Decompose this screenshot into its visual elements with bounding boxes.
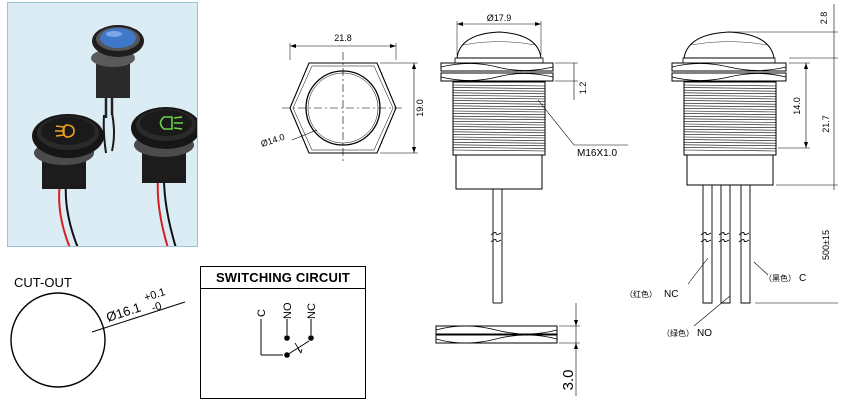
- thread-line: [683, 115, 777, 118]
- thread-line: [452, 95, 546, 97]
- cutout-diameter: Ø16.1: [104, 300, 142, 325]
- thread-line: [452, 100, 546, 102]
- terminal-nc-label: NC: [306, 303, 318, 319]
- thread-line: [452, 92, 546, 95]
- thread-line: [452, 123, 546, 126]
- switching-schematic: C NO NC: [256, 302, 318, 358]
- product-photo: [7, 2, 198, 247]
- right-thread-length: 14.0: [792, 97, 802, 115]
- thread-line: [683, 136, 777, 139]
- thread-line: [683, 113, 777, 115]
- switching-circuit-title: SWITCHING CIRCUIT: [201, 267, 365, 289]
- cutout-title: CUT-OUT: [14, 275, 72, 290]
- thread-line: [683, 139, 777, 141]
- wire-lead: [738, 185, 751, 304]
- right-body-length: 21.7: [821, 115, 831, 133]
- thread-line: [683, 131, 777, 134]
- front-width-dim: 21.8: [334, 33, 352, 43]
- thread-line: [452, 134, 546, 136]
- blue-switch-image: [91, 25, 144, 154]
- thread-line: [452, 139, 546, 141]
- cutout-circle: [10, 292, 106, 388]
- right-view: 2.8 14.0 21.7 500±15 （红色） NC （绿色） NO: [625, 4, 838, 339]
- wire-nc-pin: NC: [664, 289, 678, 300]
- front-diameter-dim: Ø14.0: [260, 132, 286, 149]
- thread-line: [683, 102, 777, 105]
- wire-no-pin: NO: [697, 328, 712, 339]
- thread-line: [683, 105, 777, 108]
- cutout-tol-minus: -0: [150, 300, 163, 314]
- switching-circuit-box: SWITCHING CIRCUIT C NO NC: [200, 266, 366, 399]
- side-thread-callout: M16X1.0: [577, 148, 617, 159]
- thread-line: [683, 118, 777, 121]
- thread-line: [683, 92, 777, 95]
- orange-icon-switch-image: [32, 114, 104, 246]
- thread-line: [452, 89, 546, 92]
- wire-lead: [718, 185, 731, 304]
- side-view: Ø17.9 1.2: [435, 13, 628, 396]
- wire-nc-cn: （红色）: [625, 289, 657, 299]
- thread-line: [683, 149, 777, 152]
- thread-line: [683, 123, 777, 126]
- thread-line: [452, 149, 546, 152]
- thread-line: [683, 108, 777, 110]
- thread-line: [452, 102, 546, 105]
- thread-line: [452, 128, 546, 131]
- thread-line: [683, 128, 777, 131]
- thread-line: [683, 121, 777, 123]
- thread-line: [683, 126, 777, 128]
- thread-line: [452, 121, 546, 123]
- thread-line: [452, 141, 546, 144]
- wire-no-cn: （绿色）: [662, 328, 694, 338]
- thread-line: [683, 97, 777, 100]
- front-height-dim: 19.0: [415, 99, 425, 117]
- thread-line: [452, 84, 546, 87]
- thread-line: [683, 87, 777, 89]
- green-icon-switch-image: [131, 107, 197, 246]
- front-view: 21.8 19.0 Ø14.0: [260, 33, 425, 164]
- thread-line: [452, 115, 546, 118]
- thread-line: [683, 89, 777, 92]
- thread-line: [683, 100, 777, 102]
- thread-line: [452, 147, 546, 149]
- cutout-drawing: Ø16.1 +0.1 -0: [10, 286, 186, 388]
- terminal-no-label: NO: [282, 302, 294, 319]
- thread-line: [683, 147, 777, 149]
- terminal-c-label: C: [256, 309, 268, 317]
- thread-line: [452, 126, 546, 128]
- thread-line: [683, 110, 777, 113]
- thread-line: [683, 95, 777, 97]
- right-cap-height: 2.8: [819, 12, 829, 25]
- wire-lead: [700, 185, 713, 304]
- wire-c-cn: （黑色）: [764, 273, 796, 283]
- thread-line: [452, 131, 546, 134]
- nut-thickness-dim: 3.0: [560, 370, 577, 391]
- thread-line: [683, 134, 777, 136]
- side-cap-diameter: Ø17.9: [487, 13, 512, 23]
- thread-line: [452, 87, 546, 89]
- thread-line: [452, 105, 546, 108]
- thread-line: [452, 136, 546, 139]
- thread-line: [452, 113, 546, 115]
- technical-drawings: 21.8 19.0 Ø14.0 Ø17.9: [260, 4, 838, 396]
- thread-line: [452, 144, 546, 147]
- thread-line: [452, 118, 546, 121]
- wire-c-pin: C: [799, 273, 806, 284]
- cutout-leader: [91, 301, 186, 333]
- thread-line: [683, 141, 777, 144]
- right-wire-length: 500±15: [821, 230, 831, 260]
- thread-line: [452, 108, 546, 110]
- thread-line: [683, 84, 777, 87]
- thread-line: [452, 97, 546, 100]
- side-gap-dim: 1.2: [578, 82, 588, 95]
- thread-line: [683, 144, 777, 147]
- thread-line: [452, 110, 546, 113]
